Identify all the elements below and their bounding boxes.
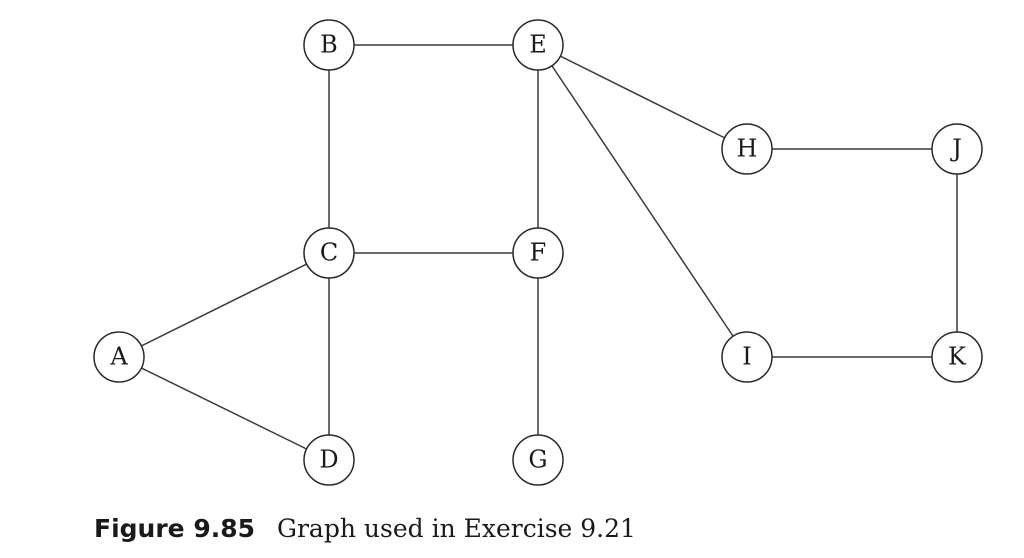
node-label: G: [528, 446, 547, 474]
caption-label: Figure 9.85: [94, 514, 256, 543]
figure-caption: Figure 9.85 Graph used in Exercise 9.21: [94, 514, 636, 544]
node-g: G: [512, 434, 564, 486]
caption-text: Graph used in Exercise 9.21: [277, 514, 636, 543]
node-label: F: [530, 239, 547, 267]
node-label: E: [529, 31, 547, 59]
node-label: C: [320, 239, 338, 267]
node-circle: [721, 331, 773, 383]
node-i: I: [721, 331, 773, 383]
edge-a-c: [118, 252, 330, 358]
node-label: J: [949, 135, 962, 163]
node-label: I: [742, 343, 751, 371]
edge-e-i: [537, 44, 748, 358]
node-circle: [303, 227, 355, 279]
node-circle: [931, 123, 983, 175]
node-k: K: [931, 331, 983, 383]
node-e: E: [512, 19, 564, 71]
node-label: H: [737, 135, 758, 163]
node-label: A: [109, 343, 128, 371]
node-a: A: [93, 331, 145, 383]
node-circle: [303, 434, 355, 486]
node-label: D: [319, 446, 338, 474]
graph-edges: [118, 44, 958, 461]
node-c: C: [303, 227, 355, 279]
node-j: J: [931, 123, 983, 175]
node-circle: [721, 123, 773, 175]
node-circle: [512, 19, 564, 71]
node-label: K: [948, 343, 967, 371]
node-circle: [93, 331, 145, 383]
node-label: B: [320, 31, 338, 59]
node-circle: [931, 331, 983, 383]
node-d: D: [303, 434, 355, 486]
node-circle: [303, 19, 355, 71]
node-b: B: [303, 19, 355, 71]
node-f: F: [512, 227, 564, 279]
node-circle: [512, 434, 564, 486]
edge-a-d: [118, 356, 330, 461]
node-h: H: [721, 123, 773, 175]
node-circle: [512, 227, 564, 279]
graph-nodes: A B C D E F G H I J K: [93, 19, 983, 486]
edge-e-h: [537, 44, 748, 150]
